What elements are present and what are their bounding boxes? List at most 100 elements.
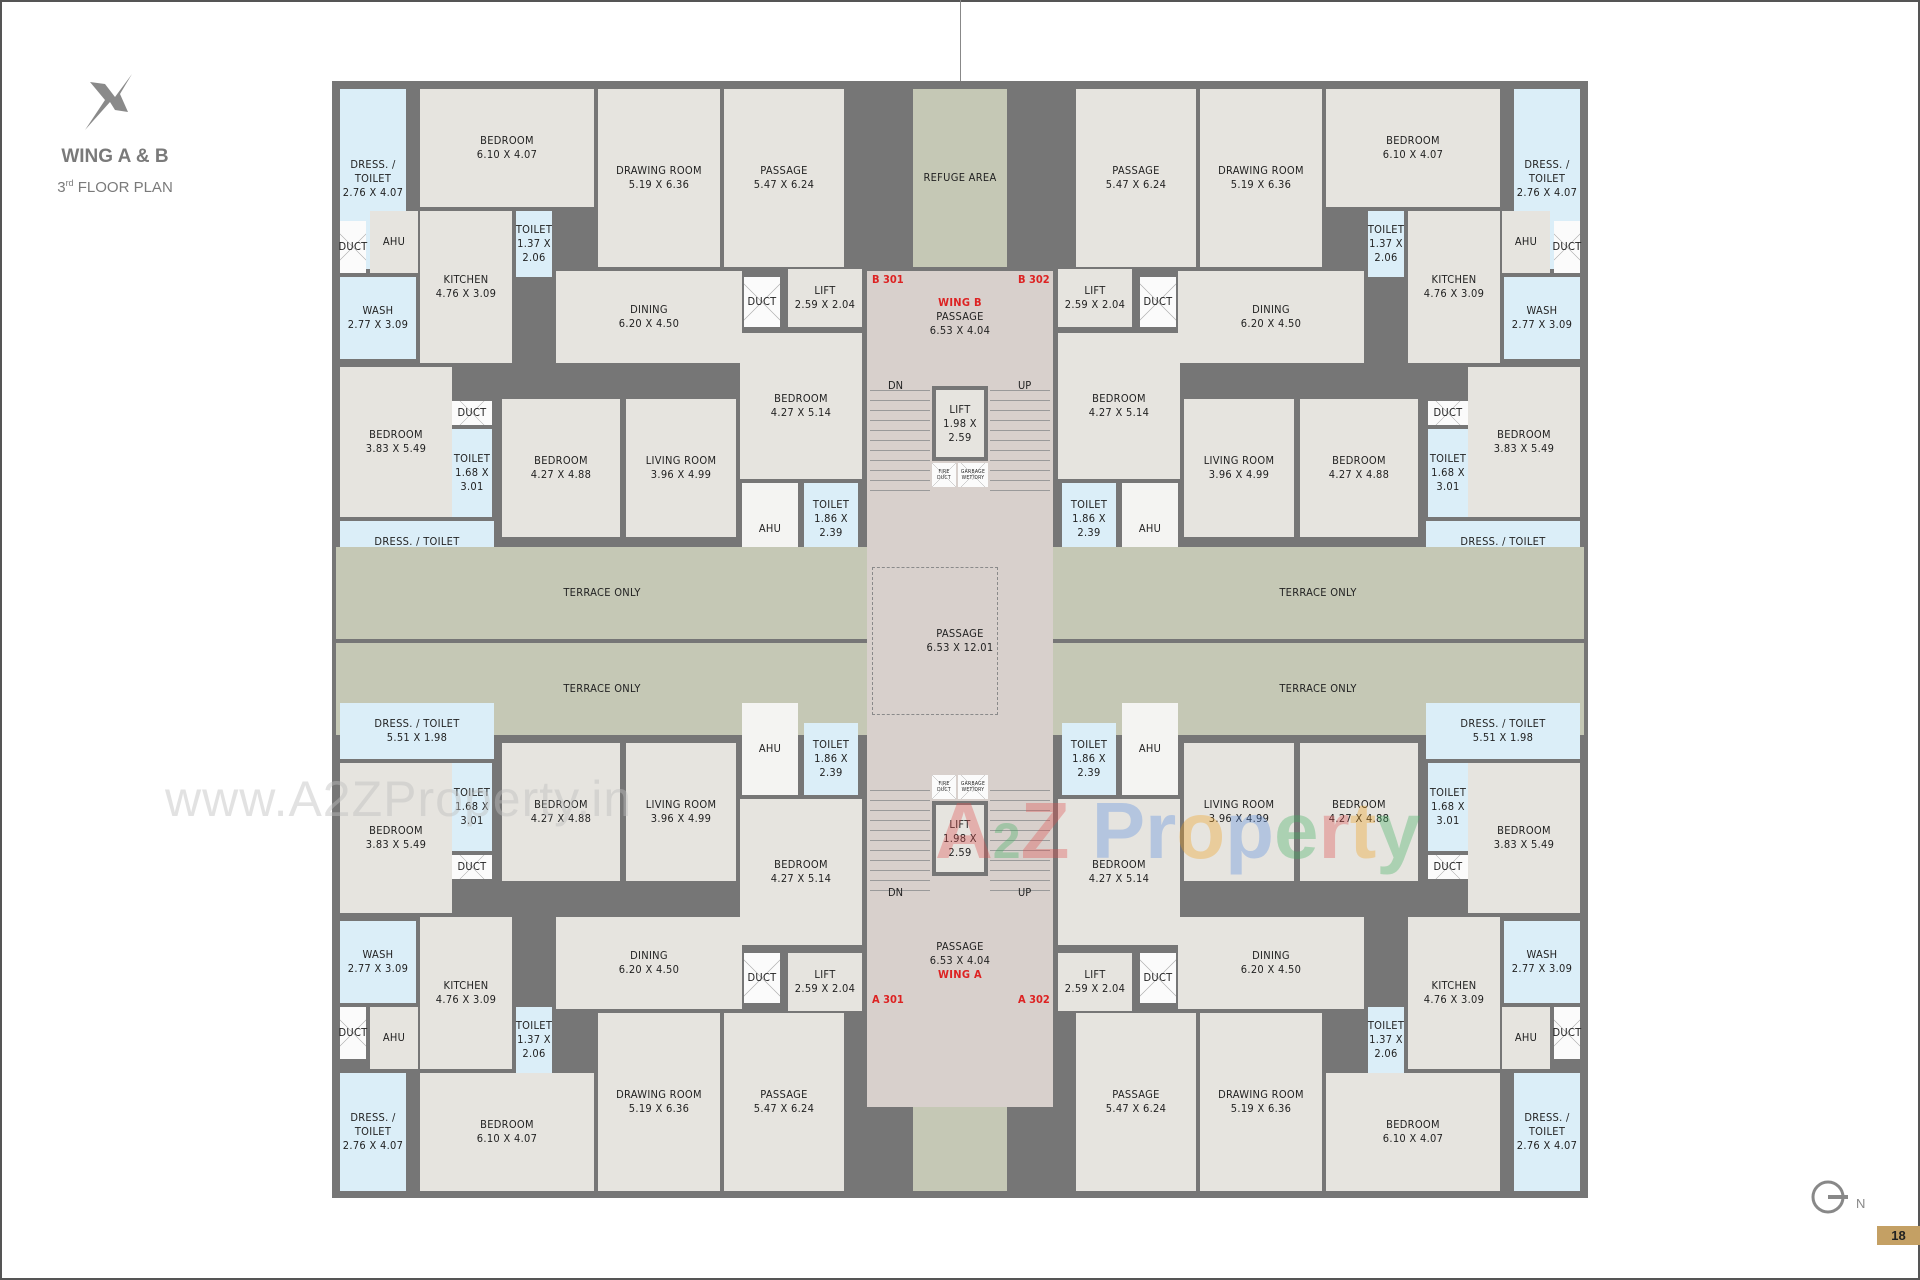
room-dimensions: 2.76 X 4.07 xyxy=(1516,1139,1578,1152)
unit-b302: B 302 xyxy=(1018,273,1050,286)
room-tl-duct2: DUCT xyxy=(744,277,780,327)
room-name: BEDROOM xyxy=(1092,392,1146,405)
room-dimensions: 3.96 X 4.99 xyxy=(650,468,712,481)
north-compass-icon xyxy=(1811,1180,1848,1214)
stairs-top-left xyxy=(870,381,930,491)
room-name: AHU xyxy=(758,742,782,755)
room-dimensions: 1.37 X 2.06 xyxy=(1369,237,1403,264)
room-dimensions: 4.76 X 3.09 xyxy=(435,287,497,300)
room-dimensions: 4.76 X 3.09 xyxy=(435,993,497,1006)
room-name: LIVING ROOM xyxy=(1203,454,1275,467)
room-dimensions: 1.86 X 2.39 xyxy=(1072,512,1106,539)
unit-a302: A 302 xyxy=(1018,993,1050,1006)
room-bl-duct2: DUCT xyxy=(744,953,780,1003)
room-dimensions: 5.47 X 6.24 xyxy=(1105,1102,1167,1115)
room-name: DUCT xyxy=(1433,860,1463,873)
room-dimensions: 5.51 X 1.98 xyxy=(386,731,448,744)
room-name: TOILET xyxy=(1429,786,1467,799)
room-name: BEDROOM xyxy=(1332,798,1386,811)
room-dimensions: 4.27 X 5.14 xyxy=(770,406,832,419)
room-name: DUCT xyxy=(1552,240,1582,253)
room-name: AHU xyxy=(382,235,406,248)
room-name: DINING xyxy=(1252,303,1290,316)
stairs-bot-right xyxy=(990,781,1050,891)
room-dimensions: 3.96 X 4.99 xyxy=(1208,812,1270,825)
room-name: BEDROOM xyxy=(369,428,423,441)
room-name: WASH xyxy=(362,304,394,317)
room-dimensions: 2.77 X 3.09 xyxy=(1511,962,1573,975)
room-dimensions: 1.68 X 3.01 xyxy=(455,800,489,827)
room-dimensions: 5.19 X 6.36 xyxy=(628,178,690,191)
room-name: DRESS. / TOILET xyxy=(374,717,460,730)
room-dimensions: 4.76 X 3.09 xyxy=(1423,287,1485,300)
unit-a301: A 301 xyxy=(872,993,904,1006)
room-tr-terrace1: TERRACE ONLY xyxy=(1052,547,1584,639)
room-dimensions: 4.27 X 5.14 xyxy=(1088,406,1150,419)
room-name: DUCT xyxy=(1552,1026,1582,1039)
room-name: BEDROOM xyxy=(369,824,423,837)
room-name: TERRACE ONLY xyxy=(563,586,641,599)
room-dimensions: 4.27 X 4.88 xyxy=(1328,468,1390,481)
room-dimensions: 1.86 X 2.39 xyxy=(1072,752,1106,779)
room-name: BEDROOM xyxy=(480,1118,534,1131)
room-name: DINING xyxy=(630,949,668,962)
room-tr-duct2: DUCT xyxy=(1140,277,1176,327)
room-dimensions: 1.86 X 2.39 xyxy=(814,752,848,779)
room-dimensions: 2.59 X 2.04 xyxy=(1064,982,1126,995)
room-dimensions: 6.10 X 4.07 xyxy=(1382,148,1444,161)
room-name: TOILET xyxy=(453,786,491,799)
room-name: DRESS. / TOILET xyxy=(1460,717,1546,730)
stairs-top-right xyxy=(990,381,1050,491)
room-br-duct2: DUCT xyxy=(1140,953,1176,1003)
room-dimensions: 5.51 X 1.98 xyxy=(1472,731,1534,744)
compass-label: N xyxy=(1856,1196,1866,1211)
room-name: DRAWING ROOM xyxy=(616,164,702,177)
room-tl-ahu1: AHU xyxy=(370,211,418,273)
room-name: DINING xyxy=(630,303,668,316)
room-name: DUCT xyxy=(1143,971,1173,984)
room-tl-duct1: DUCT xyxy=(338,221,367,273)
unit-b301: B 301 xyxy=(872,273,904,286)
garbage-bot: GARBAGE WET/DRY xyxy=(958,775,988,799)
room-dimensions: 1.37 X 2.06 xyxy=(517,237,551,264)
room-name: BEDROOM xyxy=(774,858,828,871)
room-dimensions: 1.68 X 3.01 xyxy=(455,466,489,493)
room-dimensions: 2.77 X 3.09 xyxy=(1511,318,1573,331)
room-name: TOILET xyxy=(1070,498,1108,511)
room-name: KITCHEN xyxy=(1431,273,1477,286)
room-name: TOILET xyxy=(1367,223,1405,236)
room-name: KITCHEN xyxy=(443,979,489,992)
room-name: DRESS. / TOILET xyxy=(350,1111,396,1138)
room-refuge-top: REFUGE AREA xyxy=(913,89,1007,267)
room-dimensions: 3.83 X 5.49 xyxy=(1493,838,1555,851)
floor-title: 3rd FLOOR PLAN xyxy=(57,178,173,196)
room-name: BEDROOM xyxy=(480,134,534,147)
room-name: LIFT xyxy=(1084,968,1106,981)
room-name: DUCT xyxy=(457,860,487,873)
